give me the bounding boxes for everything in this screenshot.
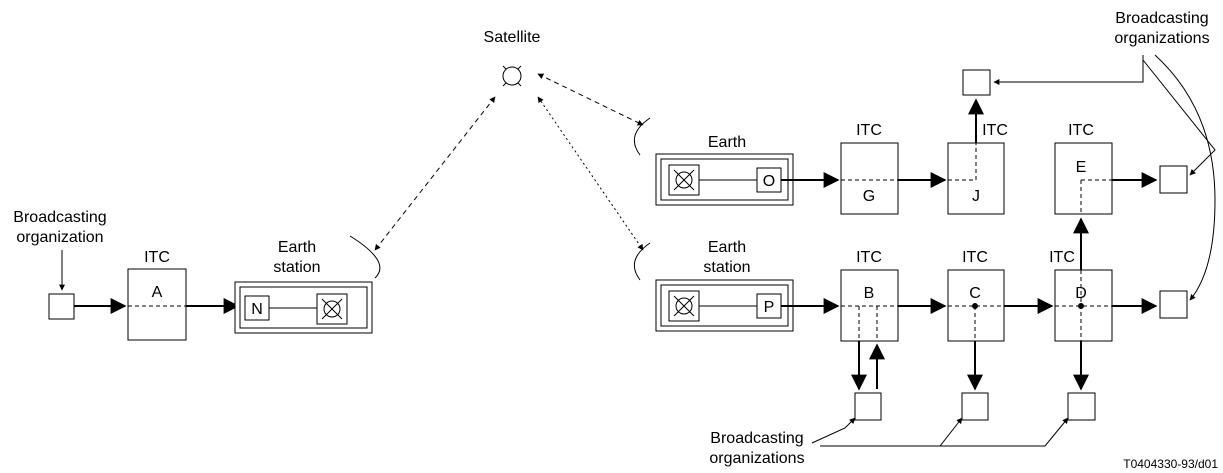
junction-dot-D <box>1078 303 1084 309</box>
destination-box-right-upper <box>1159 165 1188 194</box>
broadcasting-organizations-bottom-label-line1: Broadcasting <box>710 430 803 447</box>
satellite-link-upper-right <box>537 73 644 126</box>
pointer-to-bottom-box-B <box>811 417 856 444</box>
satellite-label: Satellite <box>484 29 541 46</box>
node-label-E: E <box>1076 159 1087 176</box>
broadcasting-organizations-top-label-line1: Broadcasting <box>1115 10 1208 27</box>
antenna-icon-lower <box>673 295 695 317</box>
itc-label-D: ITC <box>1049 249 1075 266</box>
earth-station-upper: O <box>633 117 794 206</box>
node-label-A: A <box>152 284 163 301</box>
broadcasting-organizations-bottom-label-line2: organizations <box>709 450 804 467</box>
destination-box-bottom-B <box>854 392 882 421</box>
node-label-J: J <box>972 188 980 205</box>
pointer-to-bottom-box-D <box>940 417 1069 447</box>
satellite-icon <box>502 65 522 87</box>
dish-icon-upper <box>633 117 651 156</box>
itc-label-A: ITC <box>144 249 170 266</box>
destination-box-bottom-C <box>961 392 989 421</box>
destination-box-bottom-D <box>1067 392 1096 421</box>
pointer-to-right-lower-box <box>1154 54 1216 301</box>
node-label-N: N <box>251 301 263 318</box>
broadcasting-organization-label-line2: organization <box>16 229 103 246</box>
node-label-G: G <box>863 188 875 205</box>
broadcasting-organizations-top-label-line2: organizations <box>1114 30 1209 47</box>
earth-station-lower-label-line1: Earth <box>708 239 746 256</box>
itc-box-E <box>1054 142 1113 215</box>
junction-dot-C <box>972 303 978 309</box>
pointer-to-top-box <box>993 55 1144 85</box>
source-box-left <box>48 293 75 320</box>
node-label-C: C <box>969 285 981 302</box>
earth-station-lower: P <box>633 242 794 332</box>
earth-station-left-label-line2: station <box>273 259 320 276</box>
pointer-to-right-upper-box <box>1142 59 1216 176</box>
itc-box-A <box>127 268 187 341</box>
itc-label-B: ITC <box>856 249 882 266</box>
itc-label-G: ITC <box>856 122 882 139</box>
broadcasting-organization-label-line1: Broadcasting <box>13 209 106 226</box>
earth-station-lower-label-line2: station <box>703 259 750 276</box>
node-label-B: B <box>864 285 875 302</box>
itc-label-J: ITC <box>982 122 1008 139</box>
pointer-to-bottom-box-C <box>820 417 963 447</box>
node-label-P: P <box>764 299 775 316</box>
earth-station-left: N <box>234 235 381 334</box>
satellite-link-left <box>374 96 496 251</box>
satellite-link-lower-right <box>537 96 644 251</box>
earth-station-left-label-line1: Earth <box>278 239 316 256</box>
antenna-icon-left <box>321 298 343 320</box>
antenna-icon-upper <box>673 169 695 191</box>
dish-icon-lower <box>633 242 651 281</box>
node-label-O: O <box>763 173 775 190</box>
itc-box-G <box>840 142 899 215</box>
destination-box-top <box>962 69 991 96</box>
itc-label-E: ITC <box>1068 122 1094 139</box>
dish-icon-left <box>349 235 381 279</box>
itc-label-C: ITC <box>962 249 988 266</box>
destination-box-right-lower <box>1159 290 1188 319</box>
earth-station-upper-label-line1: Earth <box>708 134 746 151</box>
figure-id: T0404330-93/d01 <box>1123 457 1218 471</box>
